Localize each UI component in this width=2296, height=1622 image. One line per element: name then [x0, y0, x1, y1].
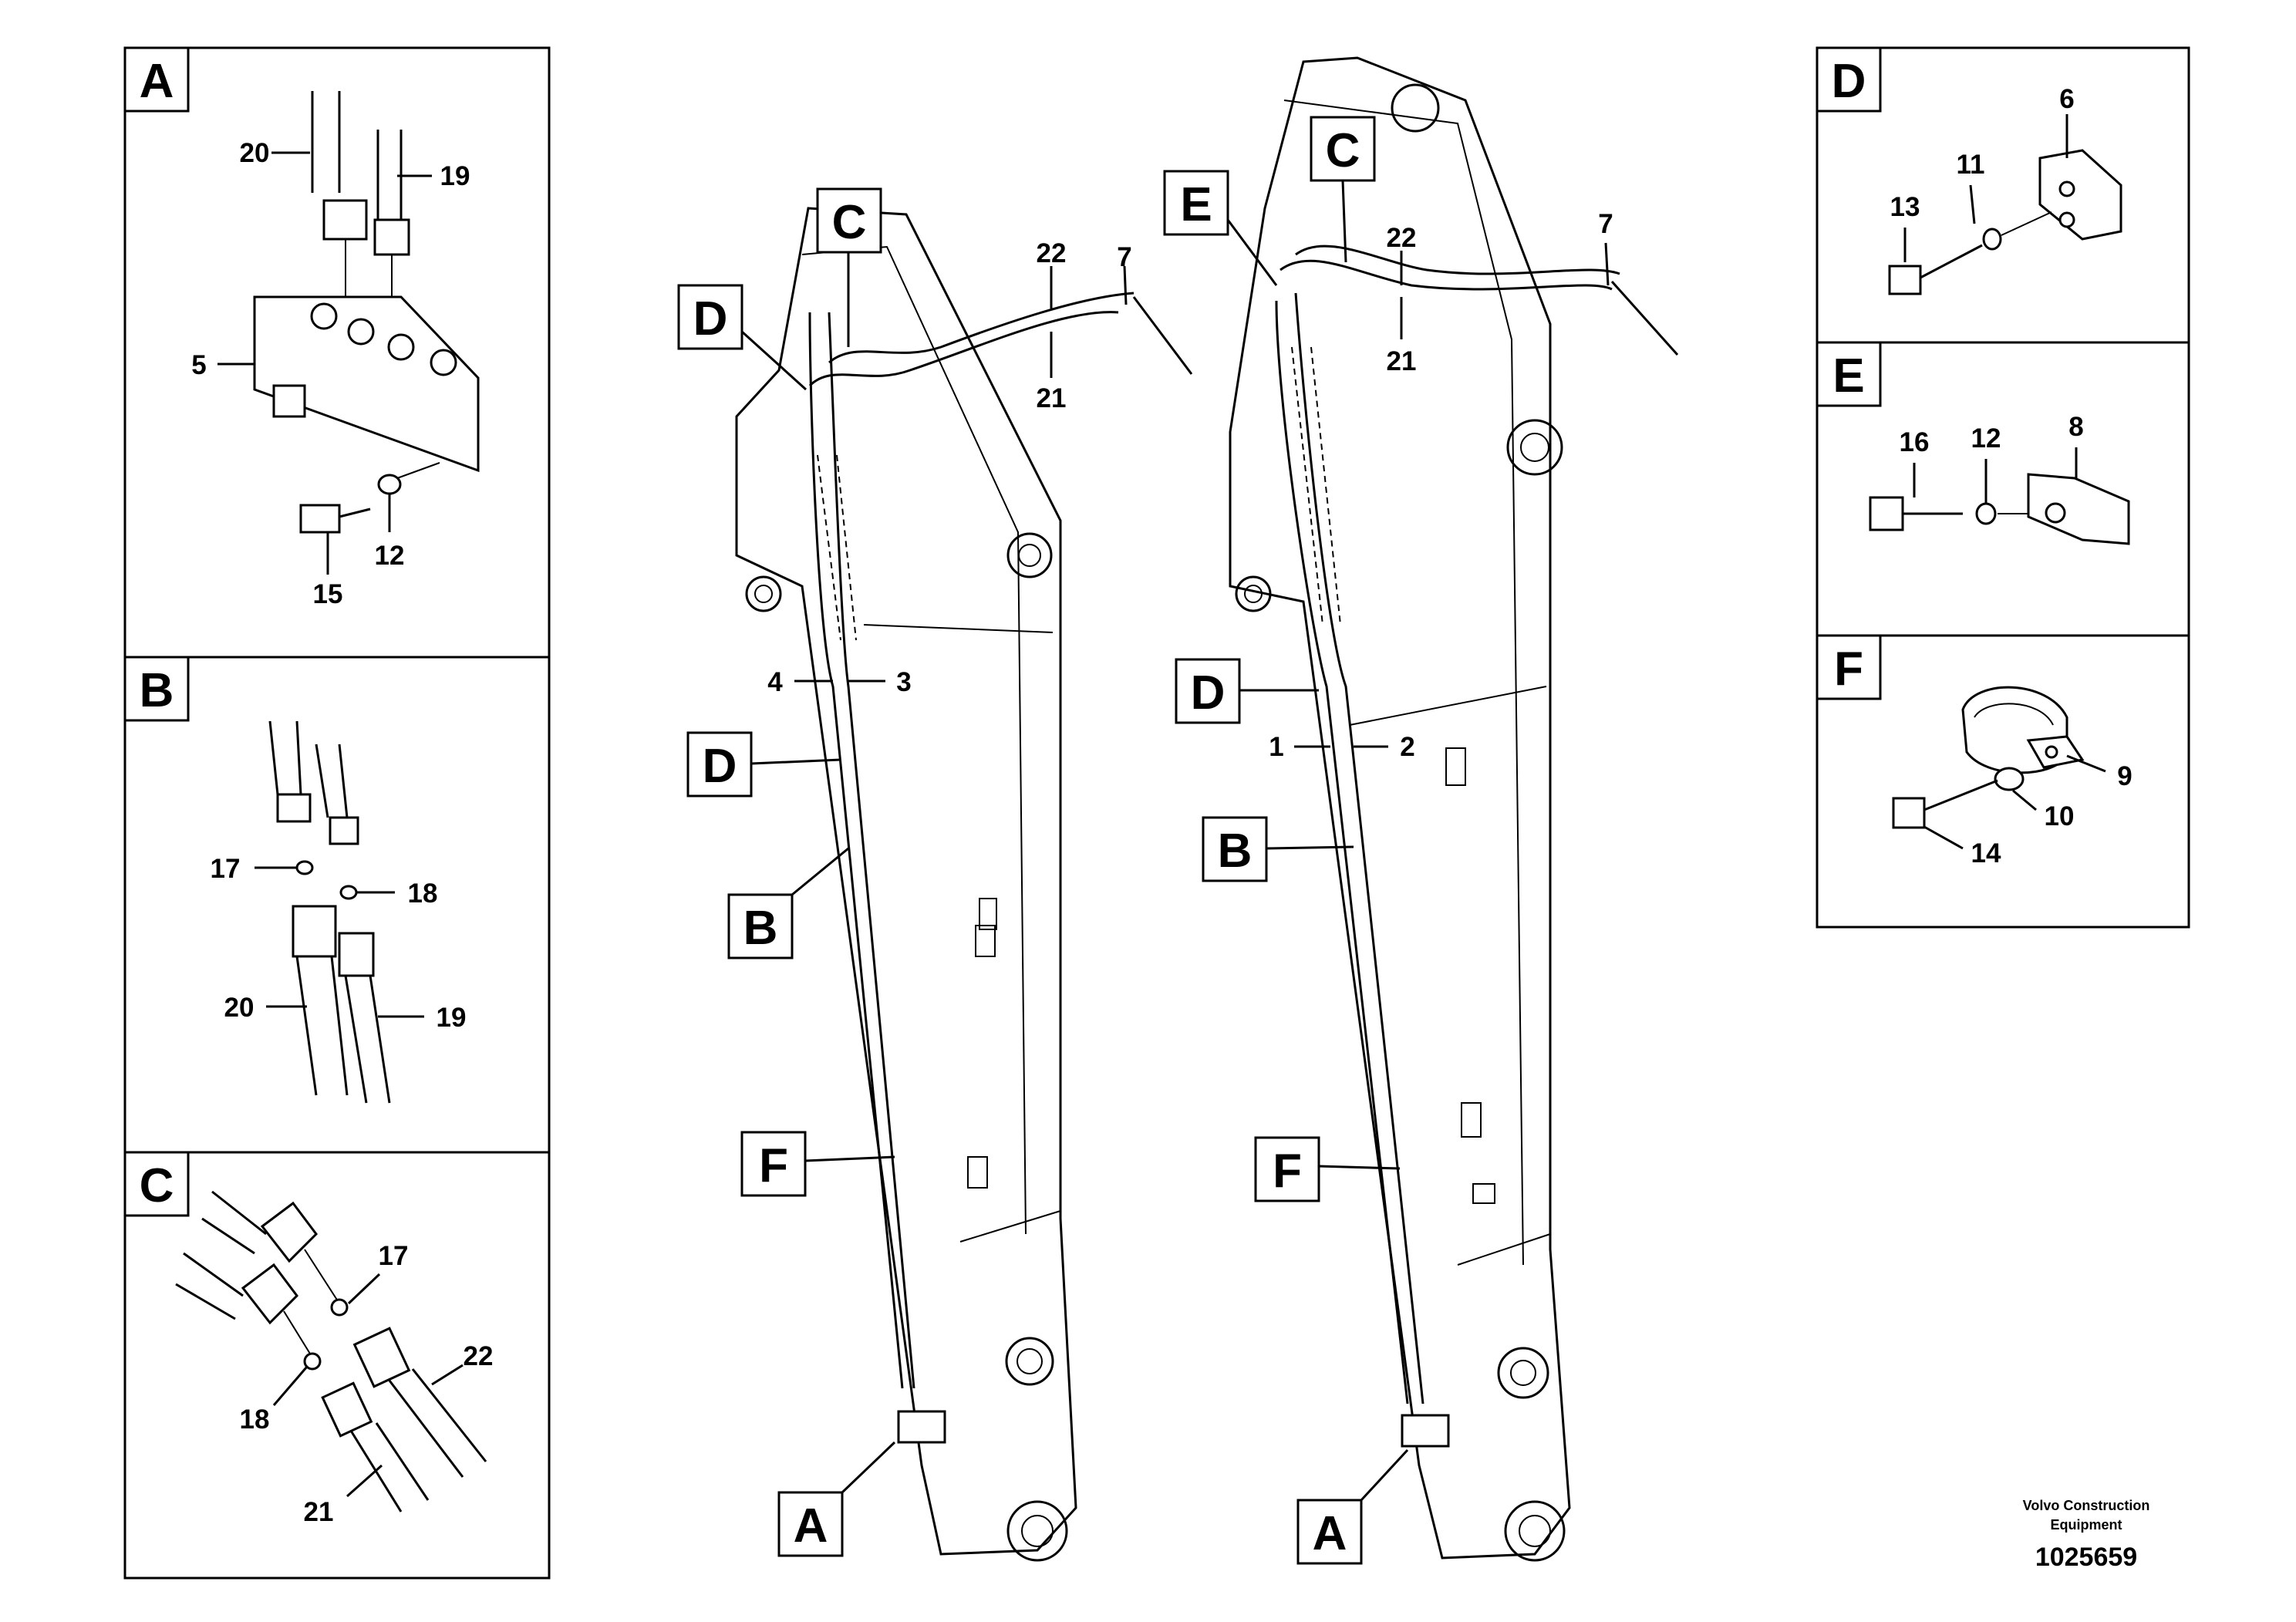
part-label: 12 [1971, 423, 2001, 454]
part-label: 19 [440, 161, 470, 191]
part-label: 1 [1269, 732, 1283, 762]
panel-letter: D [1832, 55, 1866, 108]
part-label: 15 [313, 579, 343, 609]
panel-letter: B [140, 664, 174, 717]
part-label: 11 [1957, 150, 1985, 180]
callout-letter: B [743, 902, 778, 955]
drawing-number: 1025659 [2035, 1543, 2137, 1572]
part-label: 12 [375, 541, 405, 571]
part-label: 22 [1387, 223, 1417, 253]
part-label: 18 [240, 1404, 270, 1435]
detail-panel-d: D 6 11 13 [1816, 46, 2190, 344]
part-label: 16 [1900, 427, 1930, 457]
callout-letter: F [1273, 1145, 1302, 1198]
part-label: 21 [304, 1497, 334, 1527]
part-label: 2 [1400, 732, 1414, 762]
callout-letter: A [794, 1499, 828, 1553]
part-label: 21 [1387, 346, 1417, 376]
part-label: 17 [379, 1241, 409, 1271]
part-label: 7 [1598, 209, 1613, 239]
part-label: 5 [191, 350, 206, 380]
detail-panel-c: C 17 22 18 21 [123, 1151, 551, 1580]
boom-left: C D D B F A 22 7 21 4 3 [677, 187, 1193, 1562]
detail-panel-e: E 16 12 8 [1816, 341, 2190, 637]
callout-letter: C [832, 196, 867, 249]
part-label: 17 [211, 854, 241, 884]
callout-letter: B [1218, 824, 1253, 878]
callout-letter: D [703, 740, 737, 793]
part-label: 21 [1037, 383, 1067, 413]
footer: Volvo Construction Equipment 1025659 [2023, 1498, 2150, 1572]
brand-line-2: Equipment [2051, 1517, 2122, 1533]
part-label: 3 [896, 667, 911, 697]
detail-panel-f: F 9 10 14 [1816, 634, 2190, 929]
detail-panel-b: B 17 18 20 19 [123, 656, 551, 1154]
part-label: 20 [224, 993, 255, 1023]
part-label: 6 [2059, 84, 2074, 114]
boom-right: C E D B F A 22 7 21 1 2 [1163, 56, 1679, 1565]
part-label: 20 [240, 138, 270, 168]
callout-letter: E [1180, 178, 1212, 231]
callout-letter: C [1326, 124, 1360, 177]
panel-letter: C [140, 1159, 174, 1212]
callout-letter: D [693, 292, 728, 346]
part-label: 19 [437, 1003, 467, 1033]
callout-letter: F [759, 1139, 788, 1192]
panel-letter: F [1834, 642, 1863, 696]
part-label: 22 [464, 1341, 494, 1371]
callout-letter: D [1191, 666, 1226, 720]
part-label: 22 [1037, 238, 1067, 268]
part-label: 8 [2068, 412, 2083, 442]
part-label: 14 [1971, 838, 2001, 868]
panel-letter: E [1832, 349, 1864, 403]
brand-line-1: Volvo Construction [2023, 1498, 2150, 1513]
part-label: 7 [1117, 242, 1131, 272]
part-label: 9 [2117, 761, 2132, 791]
part-label: 13 [1890, 192, 1920, 222]
detail-panel-a: A 20 19 5 12 15 [123, 46, 551, 659]
part-label: 18 [408, 878, 438, 909]
panel-letter: A [140, 55, 174, 108]
callout-letter: A [1313, 1507, 1347, 1560]
part-label: 10 [2045, 801, 2075, 831]
part-label: 4 [767, 667, 783, 697]
